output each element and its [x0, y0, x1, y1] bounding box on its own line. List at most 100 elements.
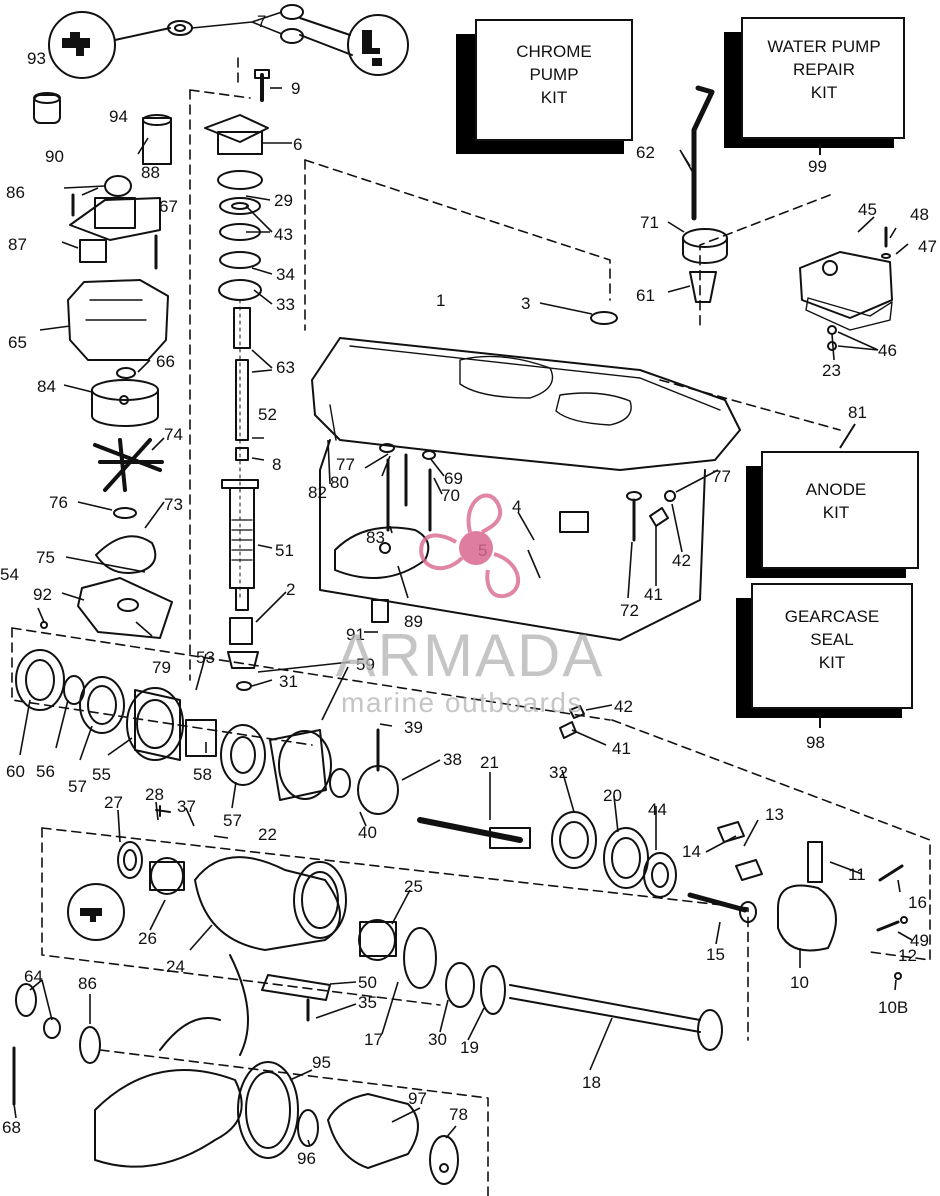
part-label: 86: [6, 183, 25, 202]
part-label: 17: [364, 1030, 383, 1049]
part-label: 40: [358, 823, 377, 842]
part-label: 54: [0, 565, 19, 584]
part-label: 23: [822, 361, 841, 380]
part-label: 42: [614, 697, 633, 716]
part-label: 76: [49, 493, 68, 512]
part-label: 9: [291, 79, 300, 98]
part-label: 16: [908, 893, 927, 912]
propshaft-row: [67, 805, 723, 1051]
part-label: 25: [404, 877, 423, 896]
part-label: 60: [6, 762, 25, 781]
part-label: 42: [672, 551, 691, 570]
part-label: 94: [109, 107, 128, 126]
part-label: 32: [549, 763, 568, 782]
part-label: 20: [603, 786, 622, 805]
part-label: 71: [640, 213, 659, 232]
part-label: 78: [449, 1105, 468, 1124]
part-label: 72: [620, 601, 639, 620]
part-label: 73: [164, 495, 183, 514]
part-label: 12: [898, 946, 917, 965]
leader-lines: [13, 11, 913, 1147]
part-label: 93: [27, 49, 46, 68]
seal-detail-callout: [48, 11, 171, 79]
part-label: 67: [159, 197, 178, 216]
part-label: 49: [910, 931, 929, 950]
part-label: 46: [878, 341, 897, 360]
housing-fasteners: [379, 443, 676, 739]
part-label: 4: [512, 497, 521, 516]
part-label: 96: [297, 1149, 316, 1168]
part-label: 68: [2, 1118, 21, 1137]
part-label: 57: [223, 811, 242, 830]
water-pump-assembly: [33, 92, 173, 639]
part-label: 89: [404, 612, 423, 631]
part-label: 24: [166, 957, 185, 976]
part-label: 77: [336, 455, 355, 474]
part-label: 90: [45, 147, 64, 166]
lower-gear-row: [15, 649, 908, 980]
part-label: 2: [286, 580, 295, 599]
watermark-brand: ARMADA: [336, 622, 605, 689]
kit-boxes: CHROME PUMP KIT WATER PUMP REPAIR KIT AN…: [456, 17, 919, 752]
armada-logo-icon: [419, 493, 521, 599]
watermark-tagline: marine outboards: [341, 687, 583, 718]
part-label: 91: [346, 625, 365, 644]
part-label: 66: [156, 352, 175, 371]
part-label: 56: [36, 762, 55, 781]
part-label: 34: [276, 265, 295, 284]
kit-label-line: KIT: [811, 83, 837, 102]
kit-label-line: KIT: [819, 653, 845, 672]
part-label: 33: [276, 295, 295, 314]
part-label: 35: [358, 993, 377, 1012]
washer-detail-callout: [299, 14, 409, 76]
part-label: 14: [682, 842, 701, 861]
part-label: 92: [33, 585, 52, 604]
part-label: 82: [308, 483, 327, 502]
part-label: 64: [24, 967, 43, 986]
part-label: 26: [138, 929, 157, 948]
kit-label-line: CHROME: [516, 42, 592, 61]
part-label: 8: [272, 455, 281, 474]
gearcase-housing: [311, 311, 741, 641]
part-label: 13: [765, 805, 784, 824]
kit-label-line: PUMP: [529, 65, 578, 84]
kit-number: 98: [806, 733, 825, 752]
part-label: 62: [636, 143, 655, 162]
part-label: 79: [152, 658, 171, 677]
part-label: 29: [274, 191, 293, 210]
kit-number: 99: [808, 157, 827, 176]
part-label: 44: [648, 800, 667, 819]
part-label: 31: [279, 672, 298, 691]
shift-rod-cover-assembly: [799, 226, 893, 351]
part-label: 37: [177, 797, 196, 816]
propeller-assembly: [12, 954, 459, 1185]
kit-label-line: ANODE: [806, 480, 866, 499]
kit-label-line: GEARCASE: [785, 607, 879, 626]
part-label: 55: [92, 765, 111, 784]
water-tube-assembly: [682, 85, 728, 303]
driveshaft-stack: [167, 4, 304, 691]
part-label: 11: [848, 865, 866, 884]
kit-label-line: KIT: [823, 503, 849, 522]
anode-kit-box: ANODE KIT: [746, 451, 919, 578]
part-label: 6: [293, 135, 302, 154]
part-label: 69: [444, 469, 463, 488]
part-label: 21: [480, 753, 499, 772]
part-label: 83: [366, 528, 385, 547]
gearcase-seal-kit-box: GEARCASE SEAL KIT: [736, 583, 913, 718]
part-label: 80: [330, 473, 349, 492]
part-label: 87: [8, 235, 27, 254]
part-label: 59: [356, 655, 375, 674]
part-label: 70: [441, 486, 460, 505]
part-label: 15: [706, 945, 725, 964]
part-label: 53: [196, 648, 215, 667]
assembly-outlines: [11, 57, 931, 1196]
part-label: 38: [443, 750, 462, 769]
part-label: 19: [460, 1038, 479, 1057]
kit-label-line: KIT: [541, 88, 567, 107]
part-label: 65: [8, 333, 27, 352]
part-label: 10: [790, 973, 809, 992]
water-pump-kit-box: WATER PUMP REPAIR KIT: [724, 17, 905, 148]
part-label: 43: [274, 225, 293, 244]
